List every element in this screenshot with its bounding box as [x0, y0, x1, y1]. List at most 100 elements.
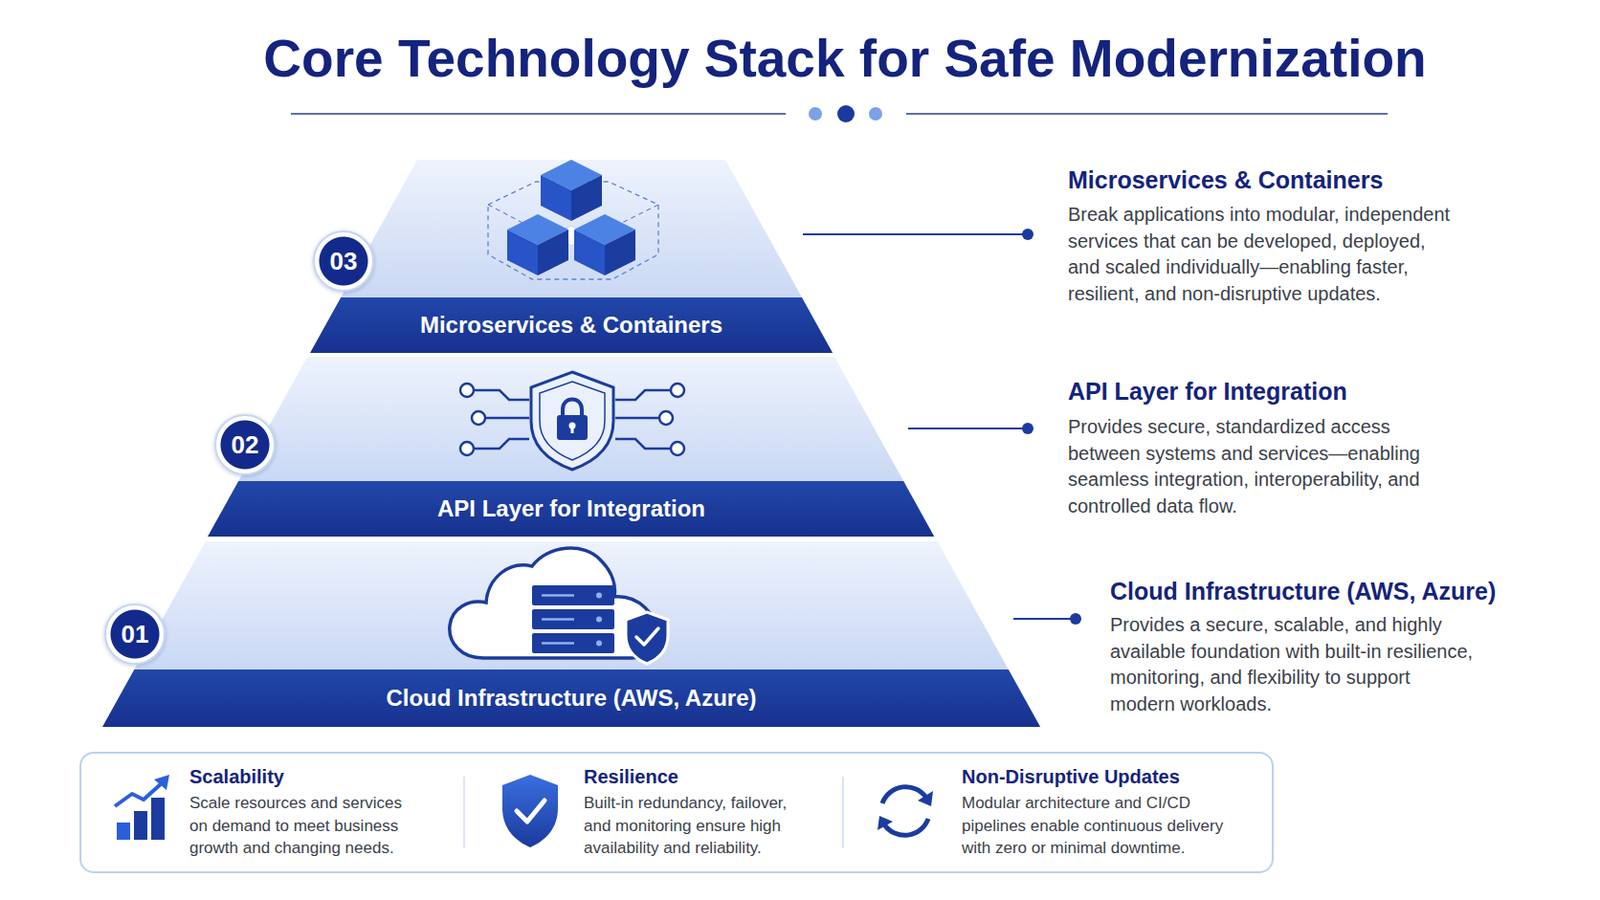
refresh-icon — [877, 787, 934, 837]
secure-api-icon — [539, 381, 605, 461]
cubes-icon — [612, 204, 659, 228]
layer-description: Provides secure, standardized access bet… — [1067, 414, 1432, 521]
pyramid-tier: Cloud Infrastructure (AWS, Azure) — [102, 541, 1041, 728]
callout-number: 03 — [330, 246, 358, 276]
cloud-server-icon — [541, 618, 575, 622]
benefit-text: Scale resources and services on demand t… — [189, 792, 415, 861]
layer-heading: Microservices & Containers — [1067, 166, 1547, 194]
layer-description: Break applications into modular, indepen… — [1067, 201, 1457, 309]
leader-line — [1013, 618, 1076, 621]
benefit-text: Built-in redundancy, failover, and monit… — [583, 792, 809, 861]
layer-description: Provides a secure, scalable, and highly … — [1110, 612, 1477, 719]
secure-api-icon — [473, 390, 671, 449]
cubes-icon — [537, 229, 569, 276]
leader-line — [802, 233, 1028, 236]
tier-fill — [133, 541, 1009, 670]
cloud-server-icon — [532, 633, 615, 654]
cubes-icon — [571, 175, 602, 222]
tier-fill — [239, 356, 905, 482]
refresh-icon — [877, 816, 893, 831]
secure-api-icon — [460, 383, 474, 398]
cubes-icon — [540, 175, 572, 222]
secure-api-icon — [571, 425, 575, 434]
cubes-icon — [604, 229, 636, 276]
callout-number-circle: 01 — [104, 603, 166, 666]
cubes-icon — [488, 159, 659, 280]
secure-api-icon — [615, 439, 671, 449]
tier-label: API Layer for Integration — [207, 481, 934, 537]
title-divider — [290, 105, 1388, 123]
cloud-server-icon — [625, 612, 668, 665]
growth-chart-icon — [116, 822, 131, 841]
tier-fill — [340, 159, 802, 298]
title-divider — [837, 105, 855, 123]
secure-api-icon — [569, 422, 577, 430]
growth-chart-icon — [114, 782, 163, 807]
secure-api-icon — [460, 442, 474, 456]
layer-heading: API Layer for Integration — [1067, 377, 1547, 405]
refresh-icon — [917, 791, 934, 807]
secure-api-icon — [485, 417, 530, 421]
benefit-block: ScalabilityScale resources and services … — [189, 765, 415, 861]
growth-chart-icon — [133, 811, 148, 841]
leader-line — [908, 427, 1028, 430]
benefit-block: ResilienceBuilt-in redundancy, failover,… — [583, 765, 809, 861]
secure-api-icon — [556, 415, 588, 441]
pyramid-tier: API Layer for Integration — [207, 356, 934, 537]
cloud-server-icon — [541, 596, 575, 645]
cloud-server-icon — [596, 617, 602, 623]
cloud-server-icon — [596, 641, 602, 647]
callout-number-circle: 02 — [214, 414, 276, 476]
cloud-server-icon — [596, 593, 602, 600]
benefit-text: Modular architecture and CI/CD pipelines… — [961, 792, 1249, 861]
tier-band — [310, 297, 833, 354]
title-divider — [868, 107, 883, 121]
diagram-title: Core Technology Stack for Safe Moderniza… — [175, 26, 1515, 90]
cloud-server-icon — [541, 642, 575, 645]
cloud-server-icon — [532, 609, 615, 630]
benefits-panel — [80, 753, 1273, 873]
leader-line — [1069, 613, 1082, 625]
callout-number: 01 — [121, 620, 150, 649]
layer-heading: Cloud Infrastructure (AWS, Azure) — [1110, 577, 1570, 605]
cloud-server-icon — [449, 548, 657, 659]
title-divider — [808, 107, 823, 121]
benefits-panel — [80, 753, 1273, 873]
growth-chart-icon — [154, 775, 170, 791]
secure-api-icon — [531, 372, 614, 470]
benefit-heading: Non-Disruptive Updates — [961, 765, 1249, 789]
cloud-server-icon — [532, 585, 615, 606]
cubes-icon — [562, 225, 580, 246]
cubes-icon — [488, 204, 533, 228]
cubes-icon — [488, 181, 659, 280]
secure-api-icon — [615, 417, 660, 421]
secure-api-icon — [460, 383, 685, 456]
benefit-heading: Resilience — [583, 765, 809, 789]
tier-label: Cloud Infrastructure (AWS, Azure) — [102, 669, 1041, 728]
secure-api-icon — [460, 372, 685, 470]
benefits-panel — [463, 777, 466, 849]
secure-api-icon — [659, 411, 673, 425]
refresh-icon — [882, 787, 927, 804]
cubes-icon — [507, 214, 569, 245]
secure-api-icon — [473, 390, 530, 400]
growth-chart-icon — [151, 798, 165, 841]
secure-api-icon — [670, 442, 685, 456]
benefits-panel — [842, 777, 845, 849]
cubes-icon — [540, 159, 602, 191]
leader-line — [1022, 422, 1034, 435]
secure-api-icon — [562, 400, 582, 419]
secure-api-icon — [473, 439, 530, 449]
leader-line — [1022, 228, 1034, 241]
callout-number-circle: 03 — [312, 230, 375, 292]
cubes-icon — [574, 229, 605, 276]
cloud-server-icon — [541, 594, 575, 598]
tier-label: Microservices & Containers — [310, 297, 833, 354]
tier-band — [102, 669, 1041, 728]
shield-check-icon — [516, 800, 545, 823]
callout-number: 02 — [231, 430, 260, 460]
refresh-icon — [884, 819, 929, 836]
shield-check-icon — [502, 775, 558, 848]
secure-api-icon — [471, 411, 486, 425]
benefit-block: Non-Disruptive UpdatesModular architectu… — [961, 765, 1249, 861]
